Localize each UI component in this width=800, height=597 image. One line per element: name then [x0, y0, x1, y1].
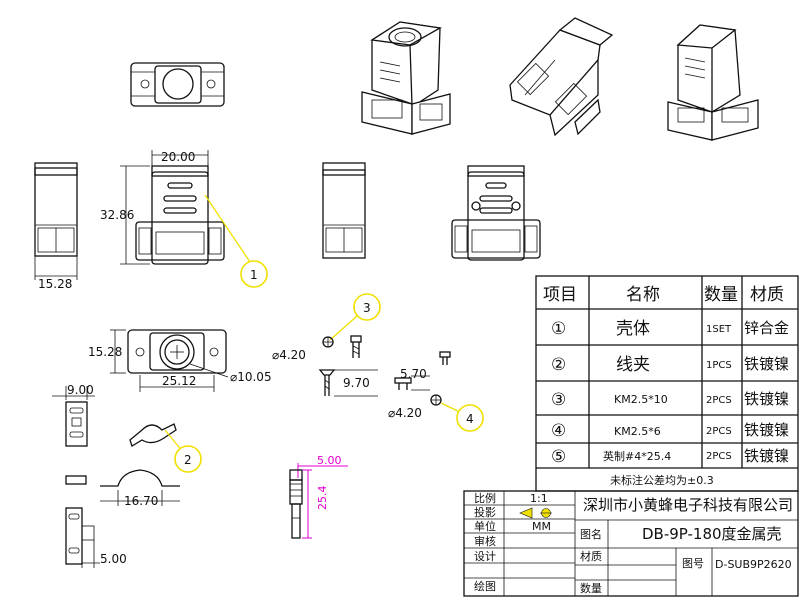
dim-clip-span: 16.70 [124, 494, 158, 508]
dim-screw-hole-4: ⌀4.20 [388, 406, 422, 420]
tb-label-drawn: 绘图 [474, 579, 496, 593]
cable-clip: 9.00 2 16.70 5.00 [52, 383, 202, 568]
bom-row-1-name: 壳体 [616, 319, 650, 339]
tb-label-quantity: 数量 [580, 582, 602, 595]
tb-label-drawing-name: 图名 [580, 527, 602, 541]
tb-unit-value: MM [532, 520, 551, 533]
top-plan-view [130, 62, 225, 107]
back-view [451, 165, 541, 261]
tb-label-review: 审核 [474, 534, 496, 548]
bom-row-3-qty: 2PCS [706, 395, 732, 406]
bom-row-2-material: 铁镀镍 [744, 355, 789, 373]
isometric-view-side [509, 17, 614, 137]
bom-row-3-name: KM2.5*10 [614, 393, 668, 406]
tb-label-material: 材质 [580, 549, 602, 563]
bom-header-name: 名称 [626, 285, 660, 305]
tb-drawing-no: D-SUB9P2620 [715, 558, 792, 571]
balloon-3-label: 3 [363, 301, 371, 315]
bom-row-4-material: 铁镀镍 [744, 421, 789, 439]
balloon-1-label: 1 [250, 268, 258, 282]
bom-row-4-name: KM2.5*6 [614, 425, 661, 438]
tb-label-scale: 比例 [474, 491, 496, 505]
projection-symbol-icon [519, 507, 552, 519]
dim-screw-hole-3: ⌀4.20 [272, 348, 306, 362]
bom-header-material: 材质 [750, 285, 784, 305]
dim-screw-len-4: 5.70 [400, 367, 427, 381]
bom-header-item: 项目 [543, 285, 577, 305]
tb-drawing-name: DB-9P-180度金属壳 [642, 525, 782, 543]
bom-table: 项目 名称 数量 材质 ① 壳体 1SET 锌合金 ② 线夹 1PCS 铁镀镍 … [535, 275, 799, 492]
dim-side-width: 15.28 [38, 277, 72, 291]
bom-row-4-qty: 2PCS [706, 426, 732, 437]
side-view-left: 15.28 [34, 162, 78, 291]
front-view: 20.00 32.86 [100, 150, 251, 265]
dim-stud-head: 5.00 [317, 454, 342, 467]
bom-row-3-no: ③ [551, 390, 566, 410]
bom-row-5-no: ⑤ [551, 447, 566, 467]
dim-clip-depth: 5.00 [100, 552, 127, 566]
dim-clip-width: 9.00 [67, 383, 94, 397]
tb-company: 深圳市小黄蜂电子科技有限公司 [583, 496, 793, 514]
dim-top-width: 20.00 [161, 150, 195, 164]
dim-bottom-hole: ⌀10.05 [230, 370, 272, 384]
bom-row-3-material: 铁镀镍 [744, 390, 789, 408]
title-block: 比例 投影 单位 审核 设计 绘图 1:1 MM 深圳市小黄蜂电子科技有限公司 … [463, 490, 799, 597]
bom-row-1-qty: 1SET [706, 324, 732, 335]
bom-row-1-material: 锌合金 [744, 319, 789, 337]
dim-bottom-height: 15.28 [88, 345, 122, 359]
screw-km25x10: 3 ⌀4.20 9.70 [272, 293, 381, 397]
tb-scale-value: 1:1 [530, 492, 548, 505]
screw-km25x6: 5.70 ⌀4.20 4 [388, 351, 484, 432]
bottom-view: 15.28 25.12 ⌀10.05 [88, 329, 272, 392]
dim-side-height: 32.86 [100, 208, 134, 222]
dim-bottom-width: 25.12 [162, 374, 196, 388]
bom-row-4-no: ④ [551, 421, 566, 441]
tb-label-design: 设计 [474, 550, 496, 563]
bom-row-2-name: 线夹 [616, 355, 650, 375]
bom-tolerance-note: 未标注公差均为±0.3 [610, 473, 714, 487]
balloon-1: 1 [240, 260, 268, 288]
side-view-right [322, 162, 366, 259]
bom-row-2-no: ② [551, 355, 566, 375]
isometric-view-back [667, 24, 759, 141]
tb-label-drawing-no: 图号 [682, 557, 704, 570]
bom-row-5-name: 英制#4*25.4 [603, 449, 671, 463]
dim-stud-length: 25.4 [316, 486, 329, 511]
isometric-view-front [361, 21, 451, 135]
balloon-2-label: 2 [184, 453, 192, 467]
balloon-4-label: 4 [466, 412, 474, 426]
bom-row-2-qty: 1PCS [706, 360, 732, 371]
tb-label-unit: 单位 [474, 519, 496, 533]
tb-label-projection: 投影 [474, 505, 496, 519]
bom-row-5-qty: 2PCS [706, 451, 732, 462]
bom-row-1-no: ① [551, 319, 566, 339]
dim-screw-len-3: 9.70 [343, 376, 370, 390]
jack-screw-stud: 5.00 25.4 [289, 454, 348, 539]
bom-row-5-material: 铁镀镍 [744, 447, 789, 465]
bom-header-qty: 数量 [704, 285, 738, 305]
